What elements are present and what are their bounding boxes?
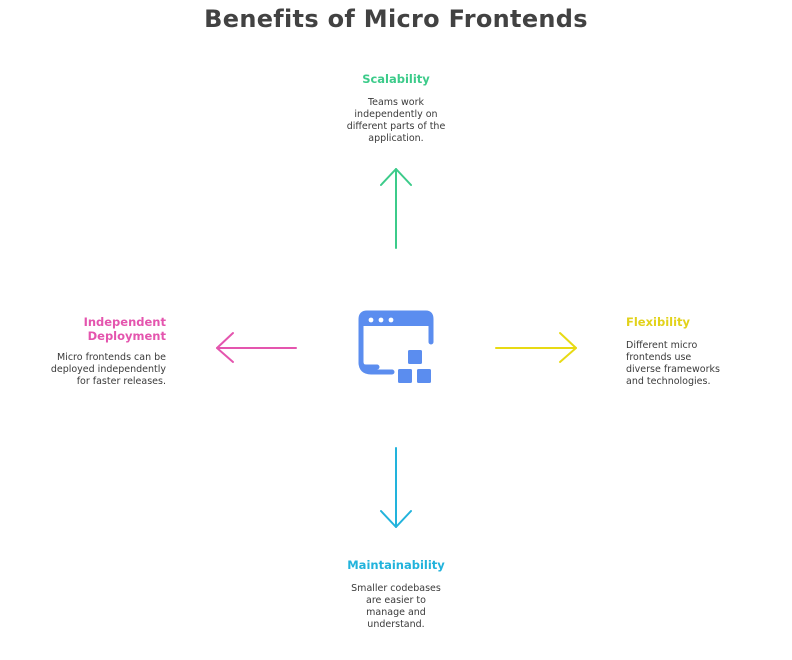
arrow-left-independent-deployment: [216, 332, 297, 363]
arrow-right-flexibility: [495, 332, 577, 363]
desc-line: independently on: [354, 109, 438, 120]
arrow-up-scalability: [380, 168, 412, 249]
micro-frontend-window-icon: [358, 310, 434, 383]
node-title-flexibility: Flexibility: [626, 315, 691, 329]
diagram-title: Benefits of Micro Frontends: [204, 5, 588, 33]
node-desc-flexibility: Different micro frontends use diverse fr…: [626, 340, 776, 388]
desc-line: different parts of the: [346, 121, 446, 132]
desc-line: and technologies.: [626, 376, 711, 387]
node-title-independent-deployment: Independent Deployment: [20, 315, 166, 343]
title-line: Independent: [83, 315, 166, 329]
desc-line: Different micro: [626, 340, 698, 351]
desc-line: deployed independently: [50, 364, 166, 375]
desc-line: for faster releases.: [76, 376, 166, 387]
desc-line: understand.: [367, 619, 425, 630]
title-line: Deployment: [87, 329, 166, 343]
desc-line: manage and: [366, 607, 426, 618]
node-title-maintainability: Maintainability: [347, 558, 445, 572]
node-desc-maintainability: Smaller codebases are easier to manage a…: [320, 583, 472, 631]
desc-line: Micro frontends can be: [56, 352, 166, 363]
node-desc-scalability: Teams work independently on different pa…: [320, 97, 472, 145]
desc-line: are easier to: [366, 595, 426, 606]
desc-line: Teams work: [367, 97, 425, 108]
desc-line: application.: [368, 133, 424, 144]
desc-line: diverse frameworks: [626, 364, 720, 375]
node-desc-independent-deployment: Micro frontends can be deployed independ…: [20, 352, 166, 388]
desc-line: Smaller codebases: [351, 583, 441, 594]
arrow-down-maintainability: [380, 447, 412, 528]
node-title-scalability: Scalability: [362, 72, 430, 86]
desc-line: frontends use: [626, 352, 692, 363]
